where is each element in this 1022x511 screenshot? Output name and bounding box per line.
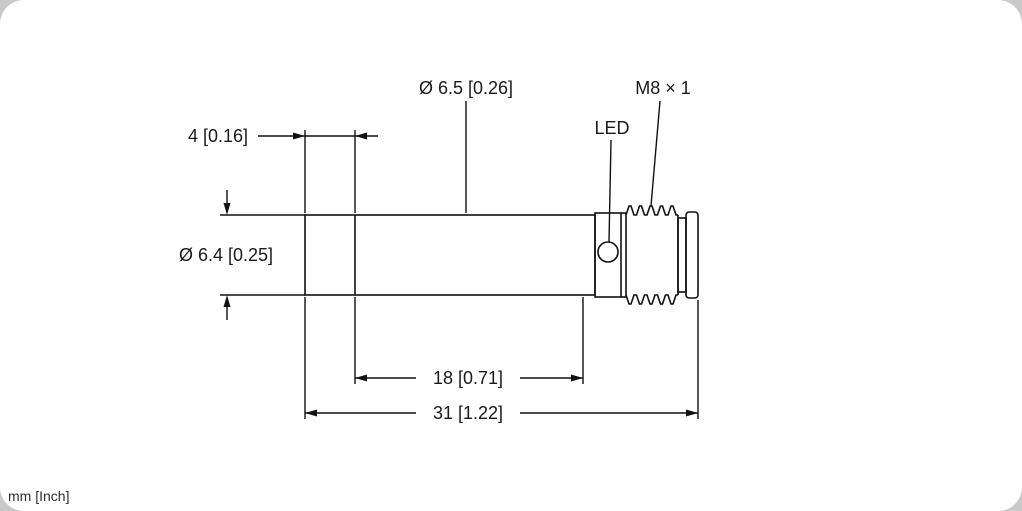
arrowhead (571, 374, 583, 382)
leader-line (650, 100, 661, 207)
sensor-body (304, 205, 699, 305)
arrowhead (293, 132, 305, 140)
tip-length-label: 4 [0.16] (188, 126, 248, 146)
dimension-barrel-length: 18 [0.71] (354, 297, 584, 388)
dimension-tip-length: 4 [0.16] (188, 126, 378, 213)
body-diameter-label: Ø 6.5 [0.26] (419, 78, 513, 98)
leader-line (608, 139, 612, 243)
dimension-total-length: 31 [1.22] (304, 297, 699, 423)
connector-neck (677, 217, 687, 293)
arrowhead (223, 295, 231, 307)
led-indicator (597, 241, 619, 263)
arrowhead (305, 409, 317, 417)
leader-thread-spec: M8 × 1 (635, 78, 691, 207)
thread-profile-top (625, 205, 678, 216)
thread-profile-bottom (625, 294, 678, 305)
arrowhead (355, 374, 367, 382)
led-label: LED (594, 118, 629, 138)
arrowhead (355, 132, 367, 140)
led-collar (594, 212, 627, 298)
dimension-tip-diameter: Ø 6.4 [0.25] (179, 190, 305, 320)
arrowhead (223, 203, 231, 215)
total-length-label: 31 [1.22] (433, 403, 503, 423)
leader-led: LED (594, 118, 630, 243)
thread-spec-label: M8 × 1 (635, 78, 691, 98)
barrel-outline (304, 214, 596, 296)
leader-body-diameter: Ø 6.5 [0.26] (419, 78, 513, 213)
connector-cap (685, 211, 699, 299)
tip-diameter-label: Ø 6.4 [0.25] (179, 245, 273, 265)
arrowhead (686, 409, 698, 417)
barrel-length-label: 18 [0.71] (433, 368, 503, 388)
units-note: mm [Inch] (8, 488, 70, 504)
